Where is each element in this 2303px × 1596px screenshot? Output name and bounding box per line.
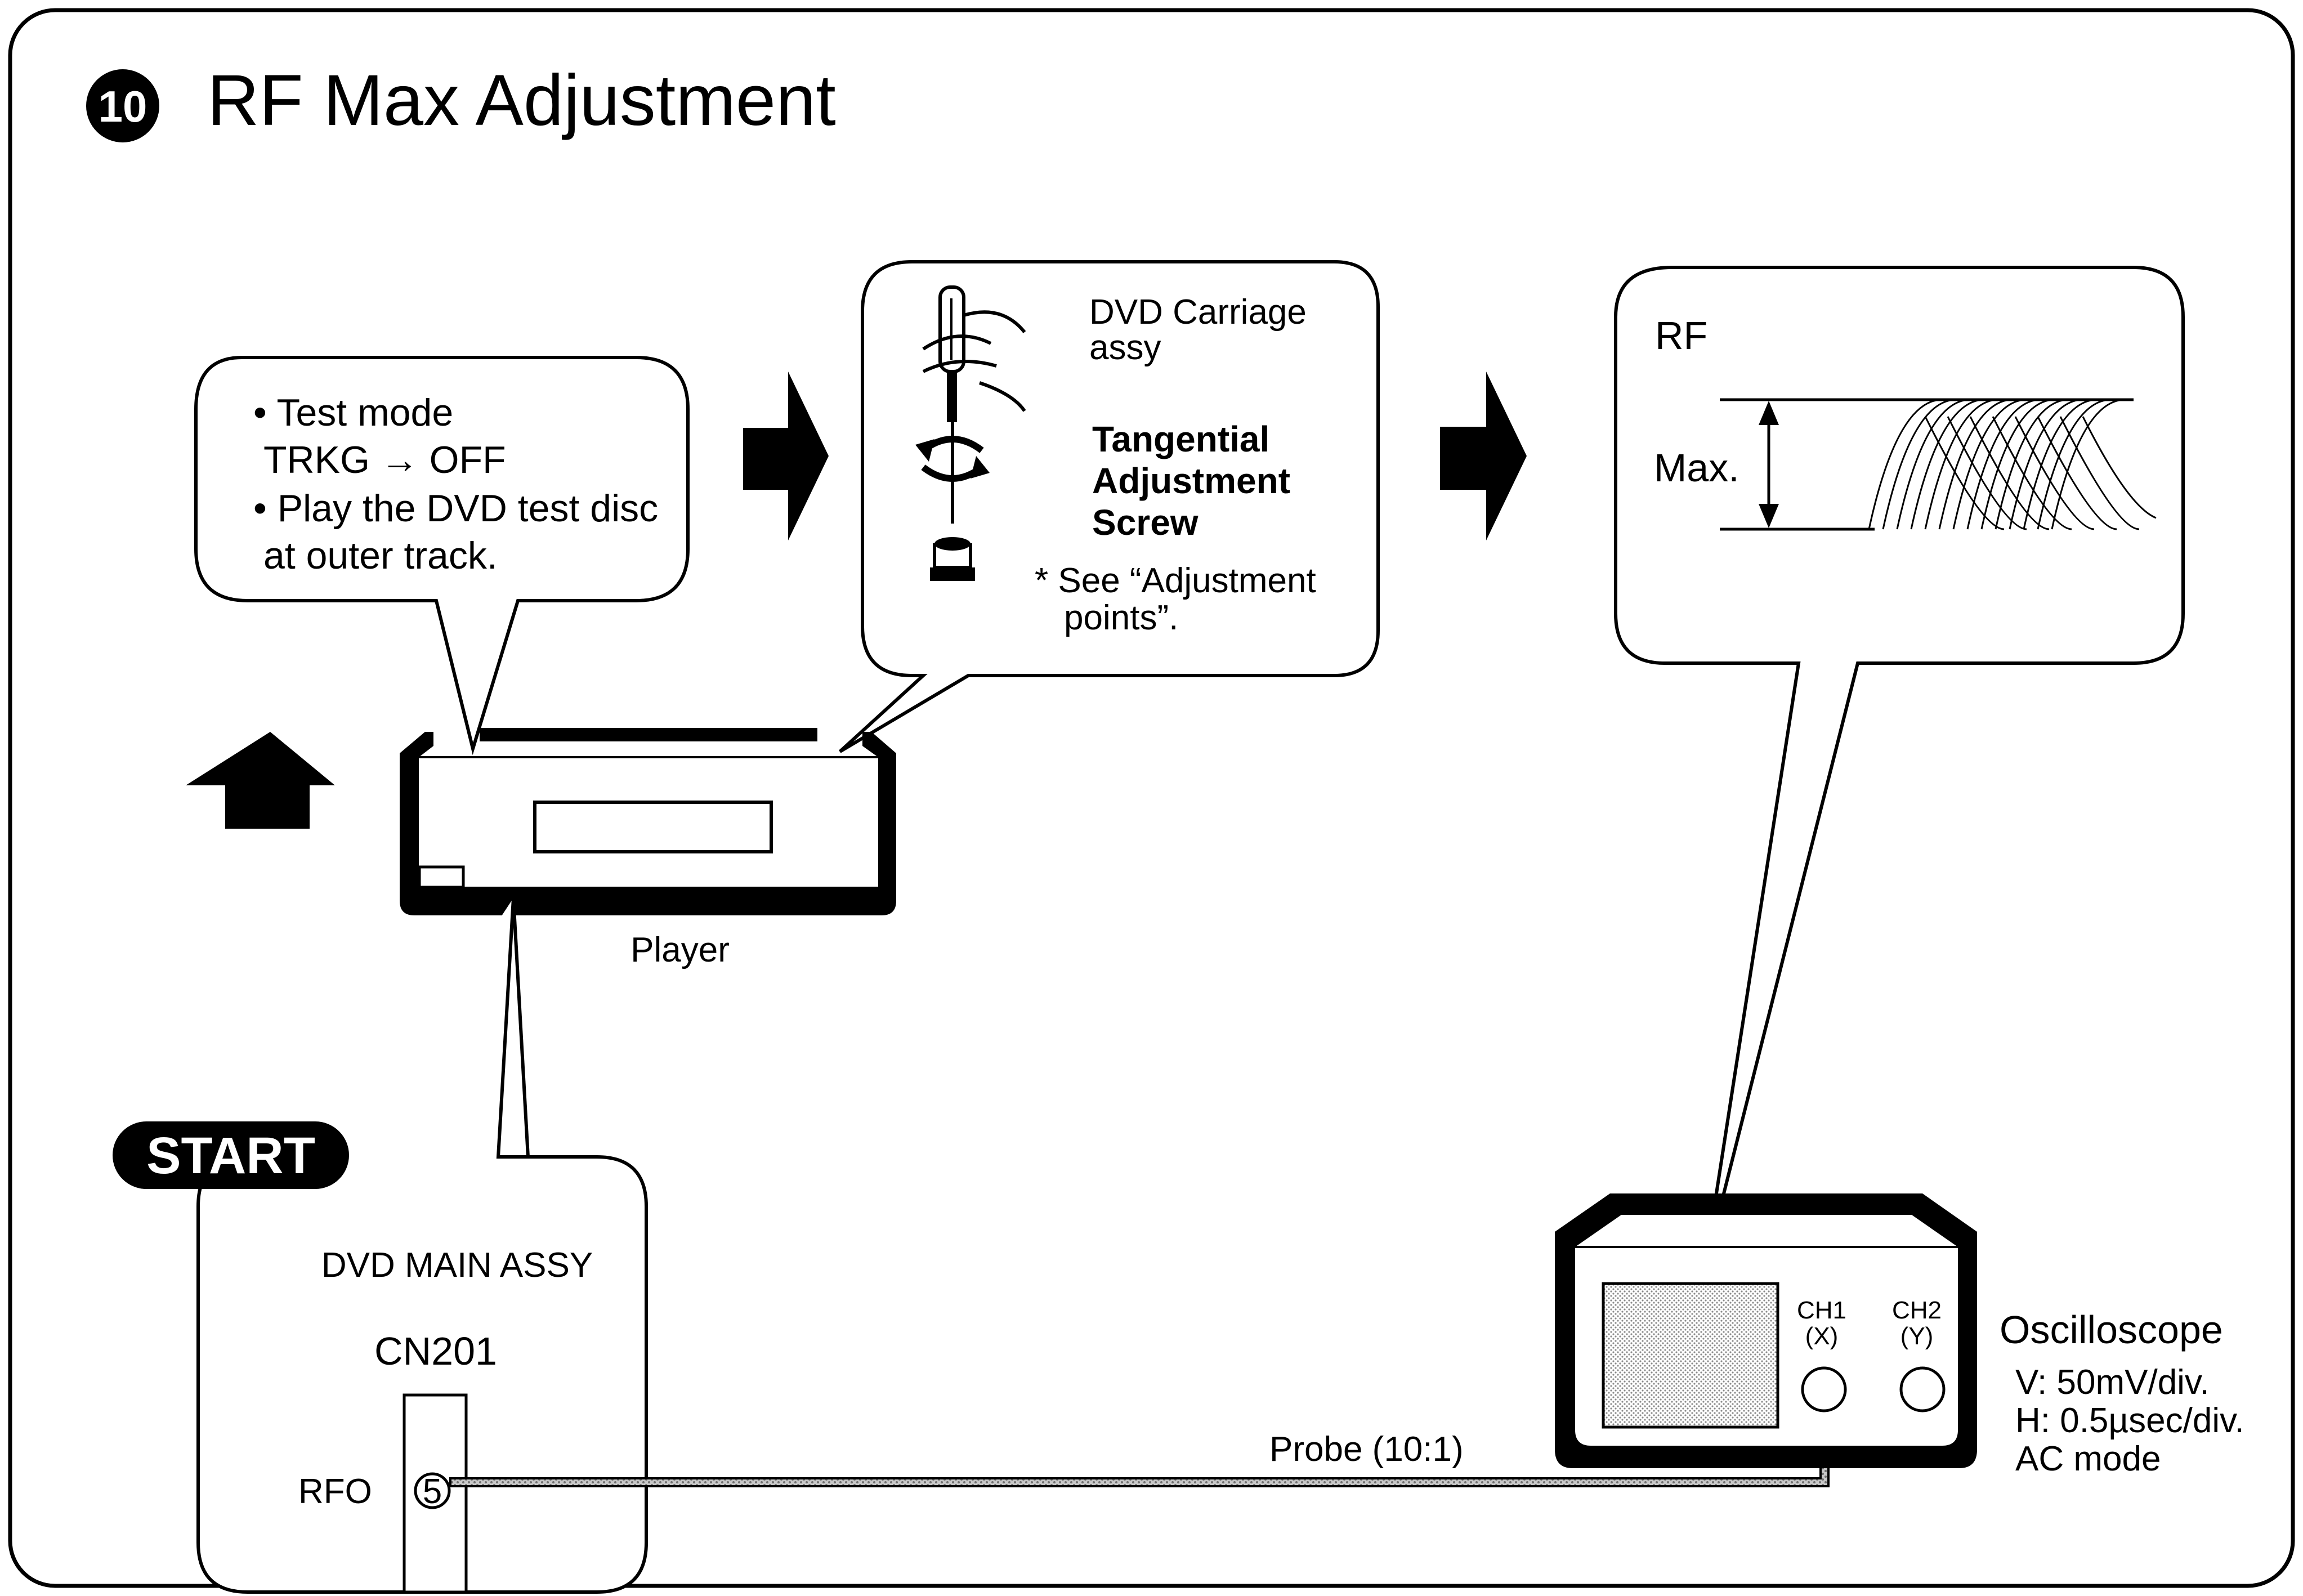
rf-waveform bbox=[1868, 399, 2157, 530]
ch1-jack bbox=[1801, 1366, 1847, 1412]
step-number-badge bbox=[86, 69, 159, 142]
title-group: 10 RF Max Adjustment bbox=[86, 60, 836, 142]
outer-frame bbox=[8, 8, 2295, 1588]
pin-number: 5 bbox=[423, 1472, 442, 1511]
player-display bbox=[533, 801, 773, 853]
test-mode-line-2: TRKG → OFF bbox=[263, 439, 506, 481]
connector-label: CN201 bbox=[374, 1329, 497, 1373]
start-badge-text: START bbox=[146, 1127, 315, 1184]
test-mode-line-3: • Play the DVD test disc bbox=[253, 487, 658, 530]
ch2-label: CH2 bbox=[1892, 1297, 1942, 1324]
right-arrow-icon bbox=[1440, 372, 1527, 540]
start-box: START DVD MAIN ASSY CN201 RFO 5 bbox=[113, 897, 648, 1594]
screw-line-1: Tangential bbox=[1092, 419, 1269, 459]
note-line-2: points”. bbox=[1064, 598, 1178, 637]
test-mode-bubble: • Test mode TRKG → OFF • Play the DVD te… bbox=[194, 356, 690, 755]
oscilloscope-label: Oscilloscope bbox=[2000, 1308, 2223, 1352]
page-title: RF Max Adjustment bbox=[207, 60, 836, 141]
carriage-part-line-2: assy bbox=[1089, 328, 1161, 367]
screw-line-2: Adjustment bbox=[1092, 461, 1290, 501]
max-label: Max. bbox=[1654, 446, 1739, 490]
ch1-sub-label: (X) bbox=[1805, 1322, 1839, 1350]
probe-label: Probe (10:1) bbox=[1269, 1430, 1464, 1469]
rf-bubble: RF Max. bbox=[1614, 266, 2185, 1270]
assy-label: DVD MAIN ASSY bbox=[321, 1246, 593, 1285]
oscilloscope-screen bbox=[1602, 1282, 1779, 1429]
carriage-bubble: DVD Carriage assy Tangential Adjustment … bbox=[838, 260, 1380, 753]
start-badge bbox=[113, 1121, 349, 1189]
setting-vertical: V: 50mV/div. bbox=[2015, 1363, 2210, 1402]
note-line-1: * See “Adjustment bbox=[1035, 561, 1316, 600]
player-button bbox=[418, 865, 465, 889]
rotate-icon bbox=[915, 436, 990, 482]
ch1-label: CH1 bbox=[1797, 1297, 1846, 1324]
carriage-part-line-1: DVD Carriage bbox=[1089, 293, 1307, 332]
oscilloscope-unit: CH1 (X) CH2 (Y) Oscilloscope V: 50mV/div… bbox=[1555, 1193, 2244, 1478]
pin-circle bbox=[414, 1472, 451, 1509]
right-arrow-icon bbox=[743, 372, 829, 540]
ch2-sub-label: (Y) bbox=[1900, 1322, 1934, 1350]
player-unit: Player bbox=[400, 728, 896, 969]
pin-label: RFO bbox=[298, 1472, 372, 1511]
test-mode-line-1: • Test mode bbox=[253, 391, 453, 434]
ch2-jack bbox=[1899, 1366, 1946, 1412]
setting-mode: AC mode bbox=[2015, 1439, 2161, 1478]
step-number: 10 bbox=[99, 82, 147, 131]
test-mode-line-4: at outer track. bbox=[263, 534, 498, 577]
setting-horizontal: H: 0.5µsec/div. bbox=[2015, 1401, 2244, 1440]
player-label: Player bbox=[630, 931, 730, 969]
screw-line-3: Screw bbox=[1092, 502, 1199, 543]
up-arrow-icon bbox=[186, 732, 335, 829]
rf-label: RF bbox=[1655, 314, 1707, 357]
